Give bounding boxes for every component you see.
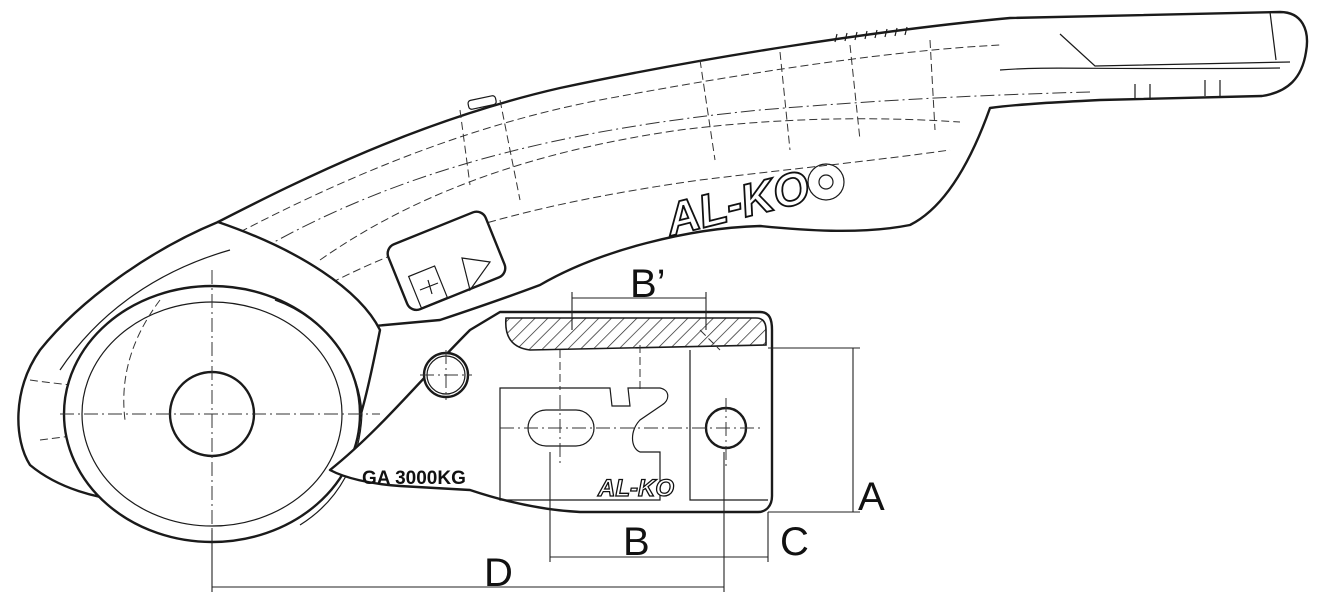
- safety-pictograms: [386, 210, 507, 312]
- dimension-label-c: C: [780, 520, 809, 564]
- capacity-stamp: GA 3000KG: [362, 468, 466, 489]
- dimension-lines: [211, 292, 860, 592]
- coupling-body: [328, 310, 774, 514]
- dimension-label-a: A: [858, 475, 885, 519]
- dimension-label-b: B: [623, 520, 650, 564]
- dimension-label-d: D: [484, 551, 513, 595]
- ball-socket: [60, 270, 380, 590]
- body-logo: AL-KO: [597, 475, 674, 502]
- section-hatch: [505, 317, 767, 351]
- dimension-label-b-prime: B’: [630, 262, 666, 306]
